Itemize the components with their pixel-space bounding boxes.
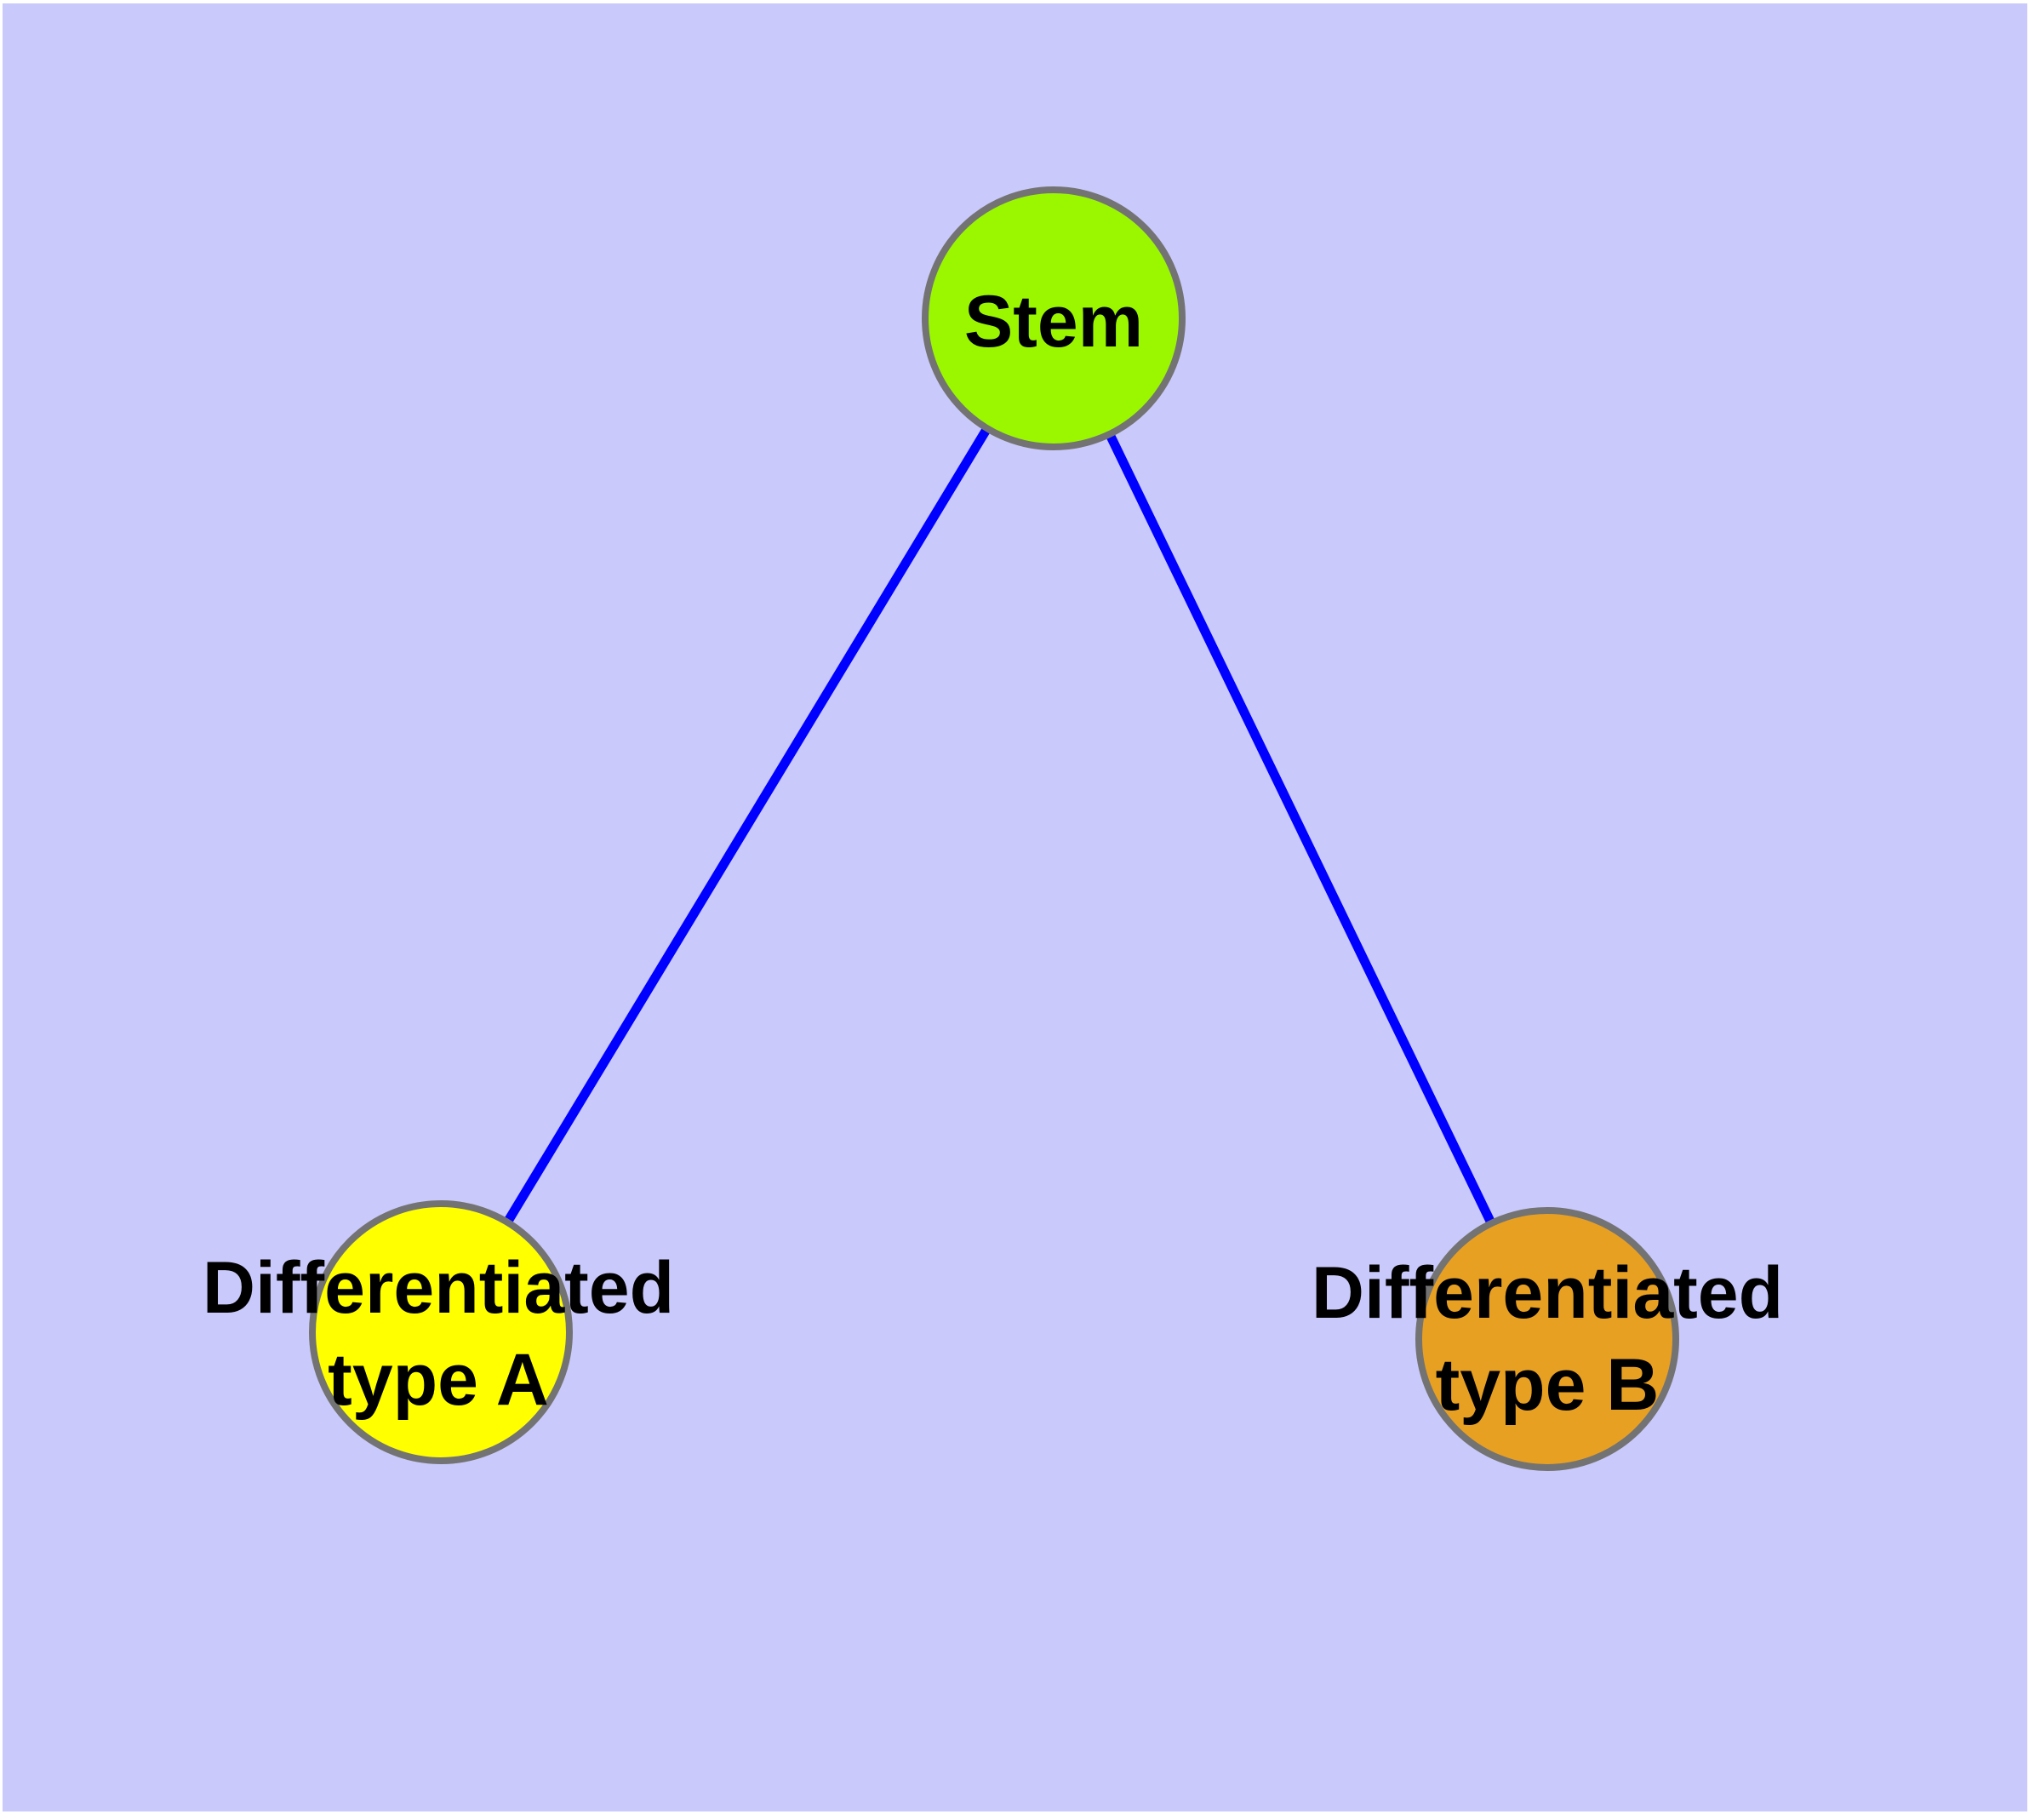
node-circle-stem bbox=[922, 186, 1186, 450]
node-circle-differentiated-type-a bbox=[309, 1200, 573, 1464]
node-circle-differentiated-type-b bbox=[1415, 1207, 1679, 1471]
edge-stem-to-type-b bbox=[1049, 316, 1552, 1342]
edge-stem-to-type-a bbox=[437, 316, 1058, 1335]
